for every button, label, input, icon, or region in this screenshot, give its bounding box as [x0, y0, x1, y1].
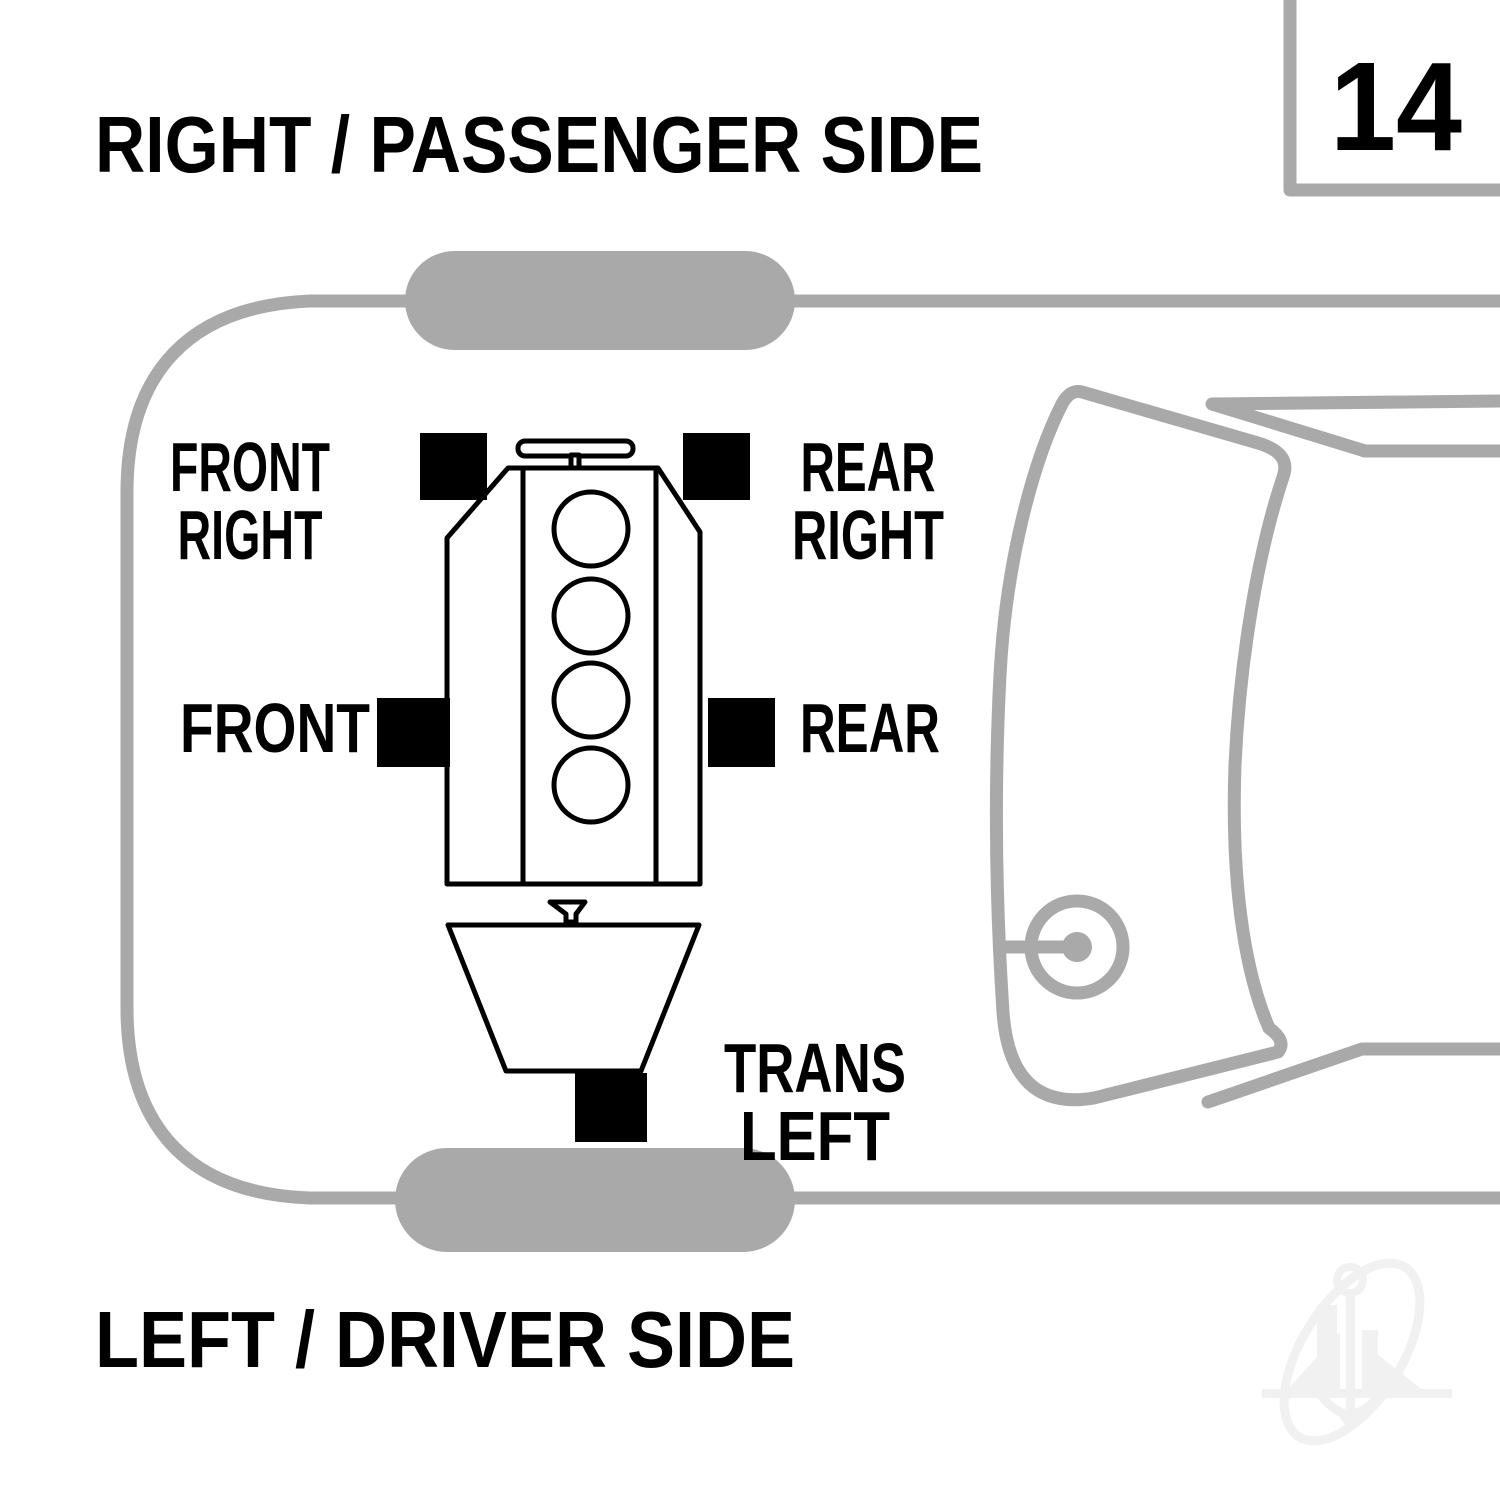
label-front-right-line1: FRONT [170, 428, 330, 506]
label-rear-right: REAR RIGHT [792, 428, 944, 574]
mount-rear [708, 698, 775, 767]
roof-line-upper [1205, 394, 1500, 458]
label-rear-right-line2: RIGHT [792, 496, 944, 574]
car-outline [120, 251, 1500, 1252]
car-body-outline [120, 294, 1500, 1205]
label-front: FRONT [180, 689, 370, 767]
passenger-side-title: RIGHT / PASSENGER SIDE [95, 100, 983, 189]
roof-line-lower [1201, 1042, 1500, 1109]
mount-rear-right [683, 433, 750, 500]
mount-trans-left [575, 1073, 647, 1142]
page-number: 14 [1330, 36, 1462, 177]
watermark-hull-line [1262, 1389, 1452, 1398]
cylinder-4 [551, 745, 631, 825]
mount-front-right [420, 433, 487, 500]
watermark-anchor-point [1336, 1412, 1364, 1432]
mount-blocks [377, 433, 775, 1142]
label-rear-right-line1: REAR [801, 428, 936, 506]
page-number-frame [1283, 0, 1500, 197]
engine-assembly [444, 438, 703, 1074]
transmission-outline [445, 922, 702, 1074]
watermark-letter-a [1317, 1305, 1337, 1390]
cylinder-2 [551, 576, 631, 656]
windshield-outline [989, 385, 1292, 1107]
label-rear: REAR [800, 689, 940, 767]
page-number-box: 14 [1283, 0, 1500, 197]
watermark-anchor-shaft [1346, 1292, 1355, 1417]
cylinder-3 [551, 660, 631, 740]
front-left-tire [395, 1148, 795, 1252]
label-trans-left: TRANS LEFT [724, 1029, 906, 1175]
steering-wheel [1024, 894, 1130, 1000]
label-front-right-line2: RIGHT [178, 496, 323, 574]
driver-side-title: LEFT / DRIVER SIDE [95, 1295, 795, 1384]
label-trans-left-line1: TRANS [724, 1029, 906, 1107]
label-front-right: FRONT RIGHT [170, 428, 330, 574]
watermark-letter-i [1362, 1330, 1378, 1390]
anchor-watermark-logo [1262, 1258, 1452, 1446]
driveshaft-coupler [547, 899, 588, 925]
front-right-tire [405, 251, 795, 350]
steering-wheel-hub [1062, 932, 1092, 962]
label-trans-left-line2: LEFT [740, 1097, 890, 1175]
mount-front [377, 698, 450, 767]
cylinder-1 [551, 489, 631, 569]
